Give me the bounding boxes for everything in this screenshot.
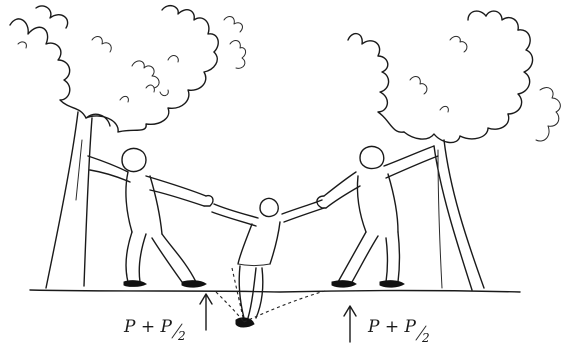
left-force-label: P + P <box>123 317 172 337</box>
force-lines <box>216 268 328 322</box>
right-person <box>317 146 438 287</box>
left-force-annotation: P + P 2 <box>123 294 212 343</box>
right-tree-trunk <box>434 140 484 290</box>
right-force-label: P + P <box>367 317 416 337</box>
right-force-annotation: P + P 2 <box>344 306 430 345</box>
right-tree-foliage <box>348 11 560 143</box>
left-force-denominator: 2 <box>177 329 186 343</box>
child-figure <box>212 198 324 327</box>
right-force-denominator: 2 <box>421 331 430 345</box>
left-person <box>88 148 213 287</box>
left-tree-foliage <box>10 6 246 132</box>
ground-line <box>30 290 520 292</box>
left-tree-trunk <box>46 112 92 288</box>
